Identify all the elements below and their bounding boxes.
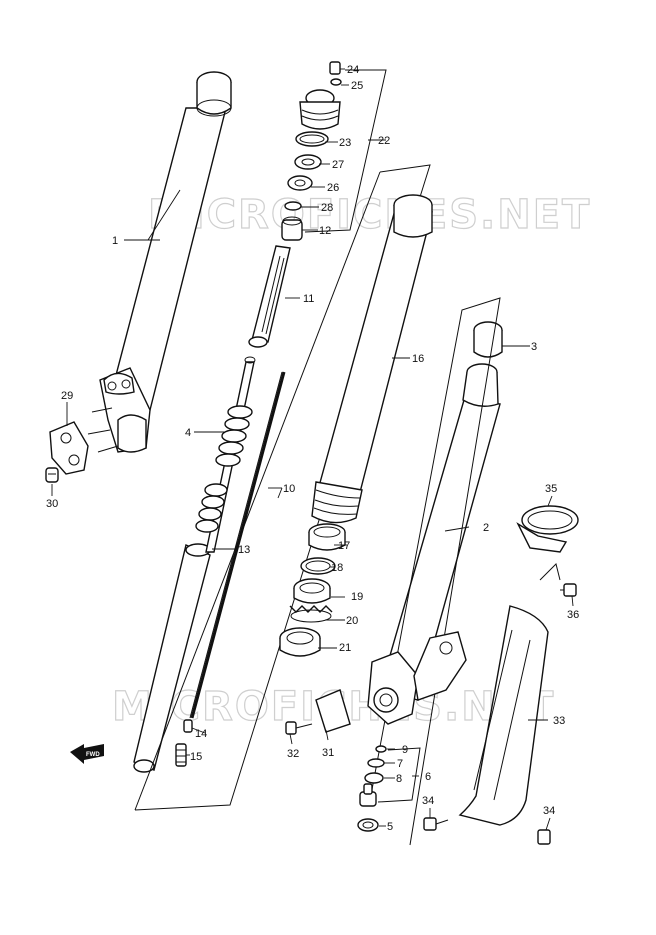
inner-tube-part-16 — [311, 194, 433, 524]
clamp-bracket-part-29 — [49, 421, 89, 475]
callout-4: 4 — [185, 427, 191, 439]
drain-bolt — [359, 783, 377, 807]
ring-part-18 — [300, 557, 336, 575]
callout-33: 33 — [553, 715, 565, 727]
callout-26: 26 — [327, 182, 339, 194]
callout-31: 31 — [322, 747, 334, 759]
callout-25: 25 — [351, 80, 363, 92]
callout-labels: 1 2 3 4 5 6 7 8 9 10 11 12 13 14 15 16 1… — [46, 64, 579, 833]
callout-17: 17 — [338, 540, 350, 552]
callout-35: 35 — [545, 483, 557, 495]
outer-tube-part-1 — [87, 71, 232, 453]
callout-27: 27 — [332, 159, 344, 171]
clamp-part-35 — [516, 505, 579, 553]
callout-5: 5 — [387, 821, 393, 833]
callout-24: 24 — [347, 64, 359, 76]
top-cap-assembly — [248, 61, 342, 348]
seal-stack — [279, 523, 346, 657]
ring-part-7 — [367, 758, 385, 768]
callout-3: 3 — [531, 341, 537, 353]
callout-34-left: 34 — [422, 795, 434, 807]
callout-13: 13 — [238, 544, 250, 556]
clip-part-20 — [289, 605, 333, 623]
dust-seal-part-21 — [279, 627, 321, 657]
svg-text:FWD: FWD — [86, 752, 100, 758]
group-bracket-22 — [304, 69, 387, 233]
washer-part-9 — [375, 745, 387, 753]
outer-tube-part-2 — [379, 321, 503, 701]
callout-6: 6 — [425, 771, 431, 783]
callout-15: 15 — [190, 751, 202, 763]
callout-23: 23 — [339, 137, 351, 149]
fork-guard-part-33 — [458, 605, 549, 826]
bolt-part-34-left — [423, 817, 449, 831]
group-bracket-6 — [377, 747, 421, 803]
callout-9: 9 — [402, 744, 408, 756]
axle-holder — [315, 631, 467, 733]
bolt-part-36 — [560, 583, 577, 597]
bolt-part-34-right — [537, 829, 551, 845]
callout-18: 18 — [331, 562, 343, 574]
watermark-top: MICROFICHES.NET — [148, 192, 591, 238]
inner-rod-assembly — [133, 356, 286, 773]
callout-22: 22 — [378, 135, 390, 147]
callout-7: 7 — [397, 758, 403, 770]
group-outline-2 — [369, 297, 501, 846]
seal-part-17 — [308, 523, 346, 551]
callout-21: 21 — [339, 642, 351, 654]
callout-14: 14 — [195, 728, 207, 740]
seal-part-19 — [293, 578, 331, 604]
callout-8: 8 — [396, 773, 402, 785]
callout-10: 10 — [283, 483, 295, 495]
callout-28: 28 — [321, 202, 333, 214]
bushing-part-3 — [473, 321, 503, 358]
gasket-part-5 — [357, 818, 379, 832]
callout-12: 12 — [319, 225, 331, 237]
callout-16: 16 — [412, 353, 424, 365]
callout-32: 32 — [287, 748, 299, 760]
spring-part-4 — [195, 405, 253, 533]
bolt-part-32 — [285, 721, 313, 735]
callout-29: 29 — [61, 390, 73, 402]
callout-1: 1 — [112, 235, 118, 247]
leader-lines — [51, 68, 574, 831]
drain-bolt-group — [357, 745, 387, 832]
washer-part-8 — [364, 772, 384, 784]
callout-20: 20 — [346, 615, 358, 627]
callout-2: 2 — [483, 522, 489, 534]
callout-34-right: 34 — [543, 805, 555, 817]
leader-36 — [539, 563, 561, 581]
forward-arrow-icon: FWD — [70, 744, 104, 764]
callout-19: 19 — [351, 591, 363, 603]
callout-11: 11 — [303, 293, 314, 305]
spring-part-15 — [175, 743, 187, 767]
callout-30: 30 — [46, 498, 58, 510]
callout-36: 36 — [567, 609, 579, 621]
bolt-part-30 — [45, 467, 59, 483]
